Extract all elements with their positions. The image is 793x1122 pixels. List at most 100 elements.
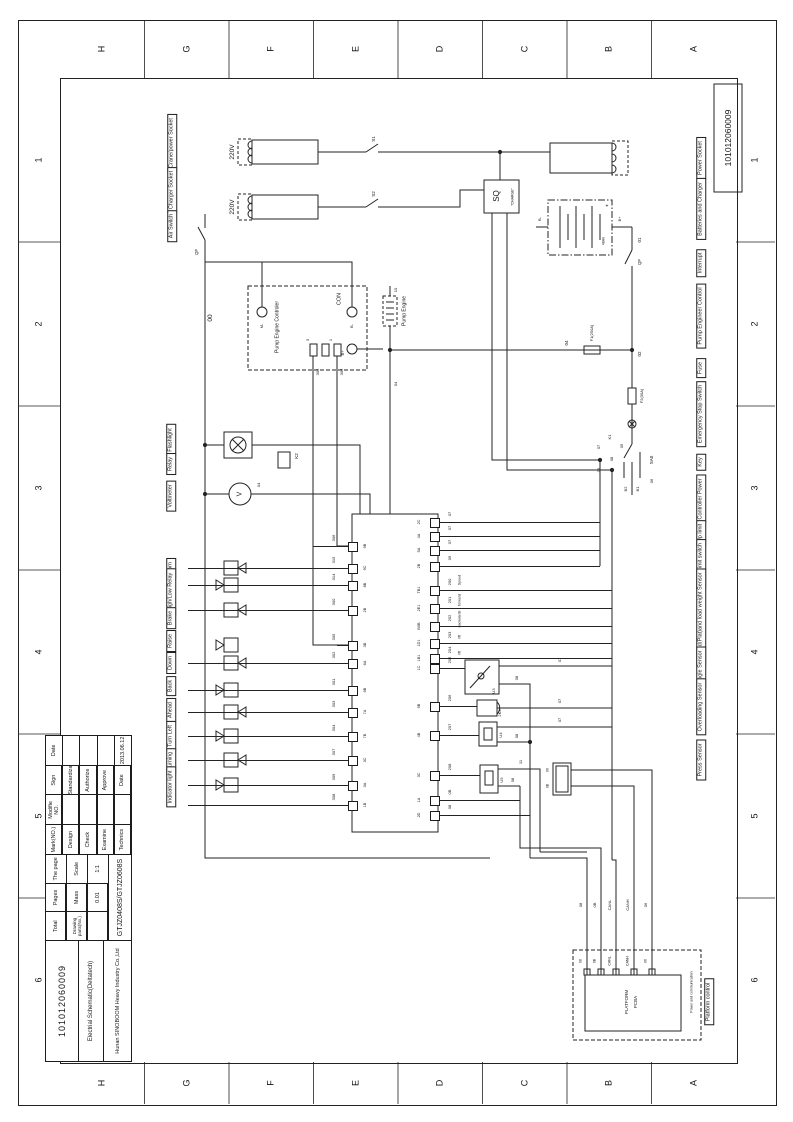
wire-segment	[438, 735, 479, 736]
ecu-pin	[430, 664, 440, 674]
ecu-pin-label-3C: 3C	[417, 772, 422, 778]
zone-letter-top-E: E	[350, 45, 361, 53]
can-canl: CANL	[607, 899, 612, 911]
ecu-pin	[348, 659, 358, 669]
wire-segment	[438, 668, 465, 669]
ecu-pin-label-3C: 3C	[363, 757, 368, 763]
zone-letter-top-D: D	[434, 45, 445, 53]
design-sign	[63, 794, 80, 825]
wire-number-304: 304	[331, 724, 336, 732]
wire-word-lift2: lift	[457, 651, 462, 655]
ecu-pin-label-2E1: 2E1	[417, 604, 422, 612]
ecu-pin	[348, 606, 358, 616]
ecu-pin	[430, 622, 440, 632]
ecu-pin	[348, 801, 358, 811]
scale-label: Scale	[74, 861, 80, 876]
ecu-pin	[430, 532, 440, 542]
pump-b-minus: B-	[349, 324, 354, 328]
wire-08-u3: 08	[514, 675, 519, 681]
label-turn-left: Turn Left	[166, 721, 176, 751]
ecu-pin-label-6A: 6A	[363, 660, 368, 666]
ecu-pin-label-9B: 9B	[363, 543, 368, 549]
label-overloading-sensor: Overloading Sensor	[696, 678, 706, 736]
ecu-pin	[430, 639, 440, 649]
wire-305: 305	[315, 368, 320, 376]
scale-value: 1:1	[95, 865, 101, 873]
wire-number-306: 306	[331, 534, 336, 542]
label-voltmeter: Voltmeter	[166, 480, 176, 512]
label-crane-power-socket: Crane/power Socket	[167, 114, 177, 172]
ecu-pin-label-4A: 4A	[417, 533, 422, 539]
wire-number-07: 07	[447, 525, 452, 531]
wire-11-u5: 11	[518, 759, 523, 765]
switch-s2: S2	[370, 191, 376, 197]
battery-plus: +	[605, 203, 609, 210]
zone-number-left-1: 1	[33, 157, 44, 163]
wire-number-315: 315	[331, 556, 336, 564]
zone-number-left-5: 5	[33, 813, 44, 819]
label-back: Back	[166, 675, 176, 697]
zone-letter-bottom-H: H	[96, 1079, 107, 1087]
label-controller-power: Controller Power	[696, 474, 706, 524]
inner-frame	[60, 78, 738, 1064]
wire-segment	[188, 610, 348, 611]
label-relay: Relay	[166, 452, 176, 476]
date-field-label: Date	[114, 764, 132, 795]
ecu-pin-label-6B: 6B	[363, 687, 368, 693]
ecu-pin	[348, 781, 358, 791]
plat-06: 06	[643, 959, 648, 963]
wire-09: 09	[596, 467, 601, 473]
battery-qf: QF	[636, 258, 642, 266]
label-indicator-light: Indicator light	[166, 766, 176, 808]
ecu-pin	[348, 756, 358, 766]
wire-number-208: 208	[447, 763, 452, 771]
ecu-pin	[430, 562, 440, 572]
wire-segment	[438, 815, 530, 816]
connector-0b: 0B	[545, 783, 550, 789]
label-emergency-stop: Emergency Stop Switch	[696, 380, 706, 448]
technics-sign	[114, 794, 132, 825]
label-raise: Raise	[166, 629, 176, 653]
label-press-sensor: Press Sensor	[696, 739, 706, 781]
date-value: 2013.06.12	[119, 736, 126, 765]
pump-pin-3: 3	[305, 338, 310, 342]
wire-number-0B: 0B	[447, 789, 452, 795]
ecu-pin	[430, 604, 440, 614]
drawing-parts-label: Drawing parts(No.)	[67, 911, 87, 940]
ecu-pin-label-9B: 9B	[417, 703, 422, 709]
examine-label: Examine	[97, 824, 114, 854]
platform-pcba-2: PCBA	[632, 995, 638, 1009]
label-air-switch: Air Switch	[167, 209, 177, 243]
ecu-pin-label-1A: 1A	[417, 797, 422, 803]
zone-letter-bottom-F: F	[265, 1080, 276, 1086]
zone-letter-bottom-E: E	[350, 1079, 361, 1087]
wire-segment	[188, 785, 348, 786]
relay-k2: K2	[293, 453, 299, 459]
pump-b-plus: B+	[340, 350, 345, 356]
wire-08-u4: 08	[514, 733, 519, 739]
wire-number-09: 09	[447, 555, 452, 561]
pump-engine-controller: Pump Engine Controler	[274, 301, 281, 353]
wire-word-backwards: backwards	[457, 610, 462, 628]
mark-no-label: Mark(NO.)	[46, 824, 63, 854]
authorize-label: Authorize	[80, 764, 97, 795]
wire-04: 04	[563, 340, 569, 346]
zone-number-left-3: 3	[33, 485, 44, 491]
switch-s1: S1	[370, 136, 376, 142]
wire-number-202: 202	[447, 614, 452, 622]
pump-m-minus: M-	[259, 323, 264, 329]
title-block-sign-section: Mark(NO.) Modifie NO. Sign Date Design S…	[46, 736, 132, 854]
wire-segment	[438, 590, 612, 591]
ecu-pin	[430, 546, 440, 556]
label-key: Key	[696, 453, 706, 471]
ecu-pin-label-2C: 2C	[417, 519, 422, 525]
wire-number-08: 08	[447, 804, 452, 810]
ecu-pin-label-1C: 1C	[417, 665, 422, 671]
key-b1: B1	[635, 486, 640, 492]
total-label: Total	[46, 911, 66, 940]
zone-letter-top-F: F	[265, 46, 276, 52]
wire-00: 00	[206, 314, 214, 322]
wire-number-302: 302	[331, 651, 336, 659]
